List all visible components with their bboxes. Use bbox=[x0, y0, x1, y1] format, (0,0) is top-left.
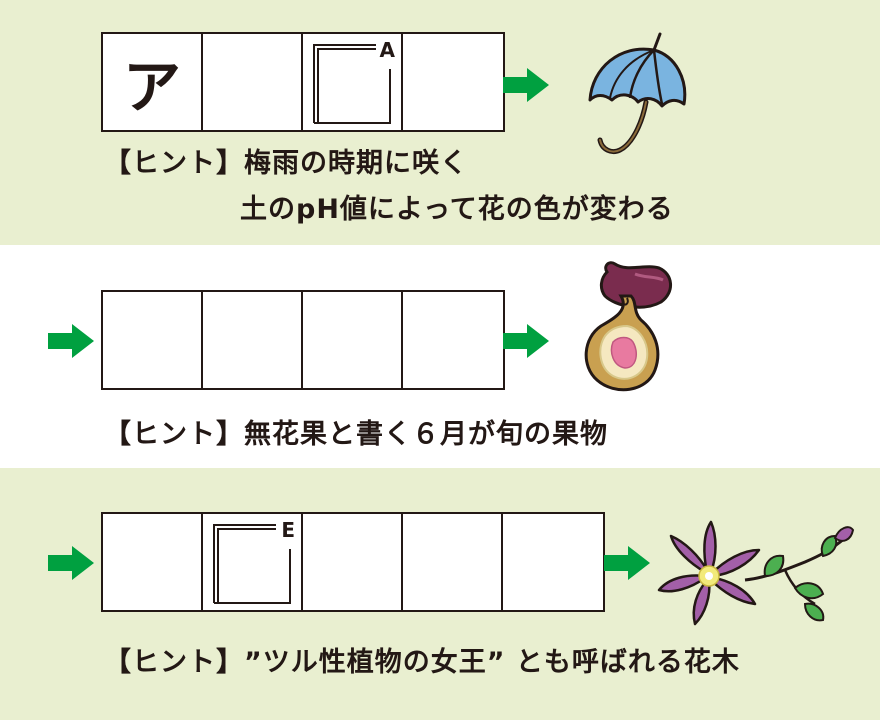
arrow-right-icon bbox=[604, 546, 650, 580]
answer-cell[interactable] bbox=[403, 292, 503, 388]
clematis-flower-icon bbox=[657, 520, 855, 626]
hint-line: 梅雨の時期に咲く bbox=[244, 148, 468, 179]
answer-cell[interactable] bbox=[203, 34, 303, 130]
arrow-right-icon bbox=[48, 546, 94, 580]
marker-letter: A bbox=[379, 38, 395, 62]
hint-text-3: 【ヒント】”ツル性植物の女王” とも呼ばれる花木 bbox=[104, 646, 740, 680]
answer-cell[interactable] bbox=[103, 292, 203, 388]
arrow-right-icon bbox=[48, 324, 94, 358]
answer-grid-2 bbox=[101, 290, 505, 390]
answer-cell-marked[interactable]: A bbox=[303, 34, 403, 130]
marker-letter: E bbox=[281, 518, 295, 542]
answer-cell[interactable] bbox=[503, 514, 603, 610]
hint-line: ”ツル性植物の女王” とも呼ばれる花木 bbox=[244, 647, 740, 678]
letter-marker-frame bbox=[213, 524, 291, 604]
arrow-right-icon bbox=[503, 68, 549, 102]
answer-cell-char: ア bbox=[122, 53, 181, 121]
fig-icon bbox=[584, 261, 672, 392]
answer-cell[interactable] bbox=[303, 292, 403, 388]
hint-line: 土のpH値によって花の色が変わる bbox=[240, 194, 674, 225]
hint-label: 【ヒント】 bbox=[104, 419, 244, 450]
answer-grid-3: E bbox=[101, 512, 605, 612]
answer-cell[interactable] bbox=[403, 34, 503, 130]
answer-cell[interactable] bbox=[203, 292, 303, 388]
answer-cell[interactable] bbox=[303, 514, 403, 610]
hint-text-1-line-2: 土のpH値によって花の色が変わる bbox=[240, 193, 674, 227]
answer-grid-1: ア A bbox=[101, 32, 505, 132]
answer-cell[interactable] bbox=[103, 514, 203, 610]
answer-cell[interactable] bbox=[403, 514, 503, 610]
arrow-right-icon bbox=[503, 324, 549, 358]
hint-text-1: 【ヒント】梅雨の時期に咲く bbox=[104, 147, 468, 181]
hint-text-2: 【ヒント】無花果と書く６月が旬の果物 bbox=[104, 418, 608, 452]
answer-cell-marked[interactable]: E bbox=[203, 514, 303, 610]
hint-line: 無花果と書く６月が旬の果物 bbox=[244, 419, 608, 450]
answer-cell[interactable]: ア bbox=[103, 34, 203, 130]
hint-label: 【ヒント】 bbox=[104, 647, 244, 678]
umbrella-icon bbox=[588, 32, 687, 155]
hint-label: 【ヒント】 bbox=[104, 148, 244, 179]
letter-marker-frame bbox=[313, 44, 391, 124]
